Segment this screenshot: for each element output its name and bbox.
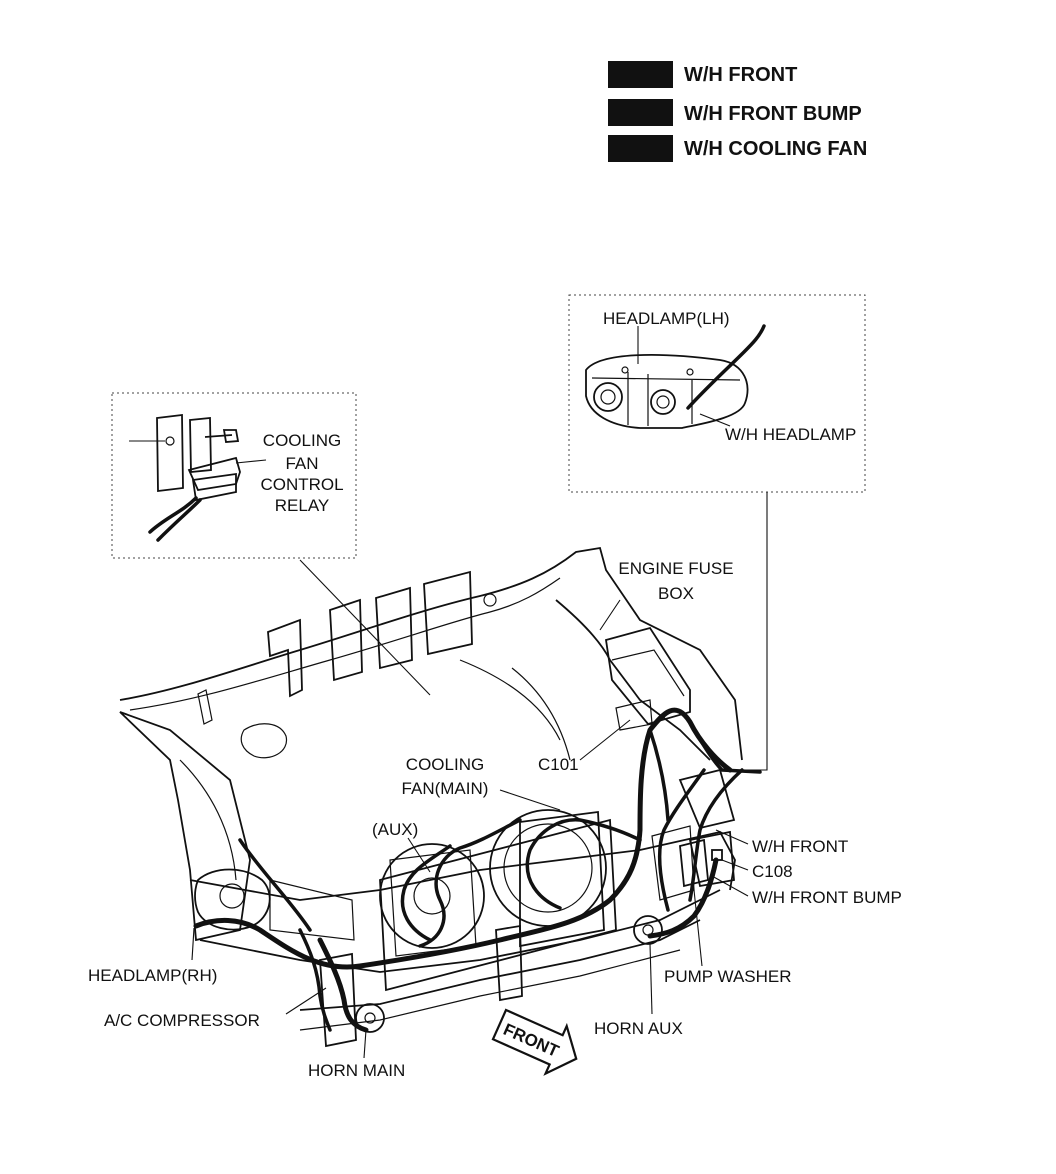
harness-wh-cooling-fan-aux <box>418 818 522 948</box>
firewall-rib <box>267 618 303 698</box>
engine-bay-structure <box>119 546 743 1048</box>
cooling-fan-aux <box>379 843 485 949</box>
relay-body <box>187 456 241 491</box>
headlamp-rh-label: HEADLAMP(RH) <box>88 966 217 985</box>
engine-fuse-box <box>604 626 691 726</box>
radiator-support-top <box>189 830 736 901</box>
pump-washer-label: PUMP WASHER <box>664 967 792 986</box>
headlamp-lens-inner <box>650 389 676 415</box>
relay-label-line-2: FAN <box>285 454 318 473</box>
inner-fender-right <box>555 599 711 761</box>
pump-washer <box>679 838 709 888</box>
firewall-rib <box>329 598 363 682</box>
relay-bracket <box>156 413 184 493</box>
cooling-fan-main-label-line-2: FAN(MAIN) <box>402 779 489 798</box>
legend-label-wh-cooling-fan: W/H COOLING FAN <box>684 138 867 160</box>
ac-compressor-label: A/C COMPRESSOR <box>104 1011 260 1030</box>
radiator-core <box>379 818 617 992</box>
firewall-port <box>240 723 288 759</box>
aux-fan-label: (AUX) <box>372 820 418 839</box>
harness-wh-cooling-fan <box>525 818 642 910</box>
headlamp-lens-outer <box>593 382 623 412</box>
inset-frame <box>568 294 866 493</box>
callout-leaders <box>191 599 749 1059</box>
relay-plate <box>189 417 212 473</box>
horn-aux-label: HORN AUX <box>594 1019 683 1038</box>
relay-pointer-line <box>299 559 431 696</box>
harness-wh-front-bump <box>647 857 719 939</box>
harness-wh-front-branch <box>657 768 706 912</box>
horn-main <box>355 1003 385 1033</box>
relay-label-line-3: CONTROL <box>260 475 343 494</box>
wh-headlamp-label: W/H HEADLAMP <box>725 425 856 444</box>
inset-headlamp-lh: HEADLAMP(LH) W/H HEADLAMP <box>568 294 866 493</box>
c101-label: C101 <box>538 755 579 774</box>
harness-horn-main <box>317 937 369 1033</box>
relay-label-line-1: COOLING <box>263 431 341 450</box>
bolt-icon <box>204 429 240 443</box>
inset-frame <box>111 392 357 559</box>
horn-aux <box>633 915 663 945</box>
headlamp-pointer-line <box>740 492 768 771</box>
legend-swatch-wh-cooling-fan <box>608 135 673 162</box>
firewall-rib <box>375 586 413 670</box>
c108-label: C108 <box>752 862 793 881</box>
strut-tower-left <box>119 711 251 942</box>
wh-front-bump-label: W/H FRONT BUMP <box>752 888 902 907</box>
relay-label-line-4: RELAY <box>275 496 330 515</box>
harness-ac-compressor <box>298 928 332 1032</box>
legend: W/H FRONT W/H FRONT BUMP W/H COOLING FAN <box>608 61 867 162</box>
engine-fuse-box-label-line-2: BOX <box>658 584 694 603</box>
radiator-support-mid <box>199 889 721 973</box>
headlamp-wire <box>686 324 766 410</box>
legend-label-wh-front-bump: W/H FRONT BUMP <box>684 103 862 125</box>
harness-wh-front-branch <box>688 768 744 902</box>
legend-swatch-wh-front <box>608 61 673 88</box>
harness-wh-front <box>193 707 733 970</box>
firewall-rib <box>423 570 473 656</box>
cooling-fan-main-label-line-1: COOLING <box>406 755 484 774</box>
headlamp-housing <box>585 353 749 429</box>
legend-label-wh-front: W/H FRONT <box>684 64 797 86</box>
engine-fuse-box-label-line-1: ENGINE FUSE <box>618 559 733 578</box>
headlamp-lh-label: HEADLAMP(LH) <box>603 309 730 328</box>
firewall-outline <box>119 546 743 761</box>
inset-cooling-fan-relay: COOLING FAN CONTROL RELAY <box>111 392 357 559</box>
legend-swatch-wh-front-bump <box>608 99 673 126</box>
front-direction-arrow: FRONT <box>491 1008 578 1076</box>
wh-front-label: W/H FRONT <box>752 837 848 856</box>
horn-main-label: HORN MAIN <box>308 1061 405 1080</box>
harness-routing <box>193 707 762 1033</box>
relay-wire <box>148 496 202 542</box>
